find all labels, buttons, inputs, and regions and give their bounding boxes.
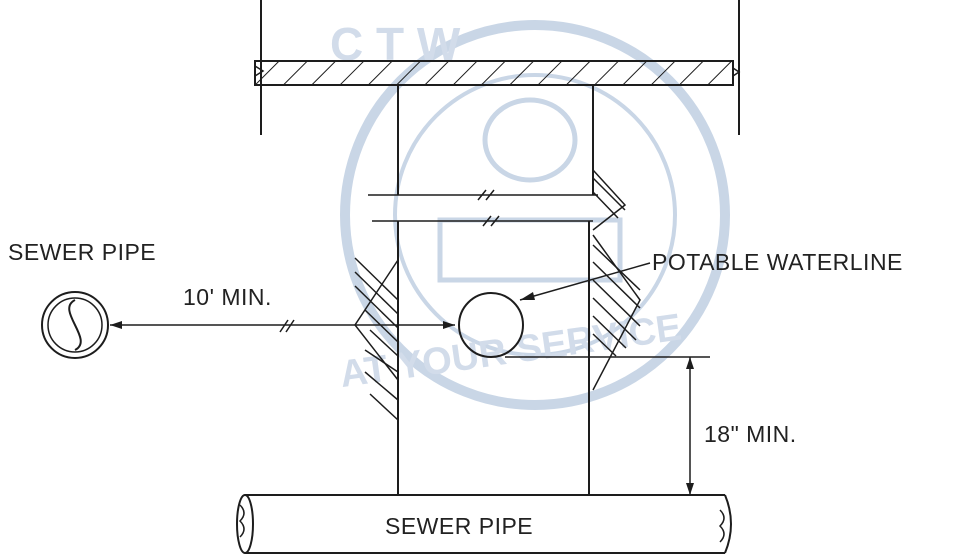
sewer-pipe-left-symbol: [41, 291, 109, 359]
left-hatch-wedge: [354, 257, 399, 421]
sewer-pipe-left-label: SEWER PIPE: [8, 239, 156, 265]
sewer-pipe-bottom-symbol: [236, 494, 732, 554]
potable-waterline-label: POTABLE WATERLINE: [652, 249, 903, 275]
break-lines: [368, 189, 598, 227]
right-hatch-wedge: [592, 169, 641, 391]
ten-foot-min-label: 10' MIN.: [183, 284, 272, 310]
eighteen-inch-dimension: [505, 356, 710, 495]
sewer-pipe-bottom-label: SEWER PIPE: [385, 513, 533, 539]
ten-foot-dimension: [110, 319, 455, 333]
eighteen-inch-min-label: 18" MIN.: [704, 421, 797, 447]
waterline-leader: [519, 262, 651, 301]
top-hatched-slab: [254, 60, 741, 86]
potable-waterline-circle: [458, 292, 524, 358]
